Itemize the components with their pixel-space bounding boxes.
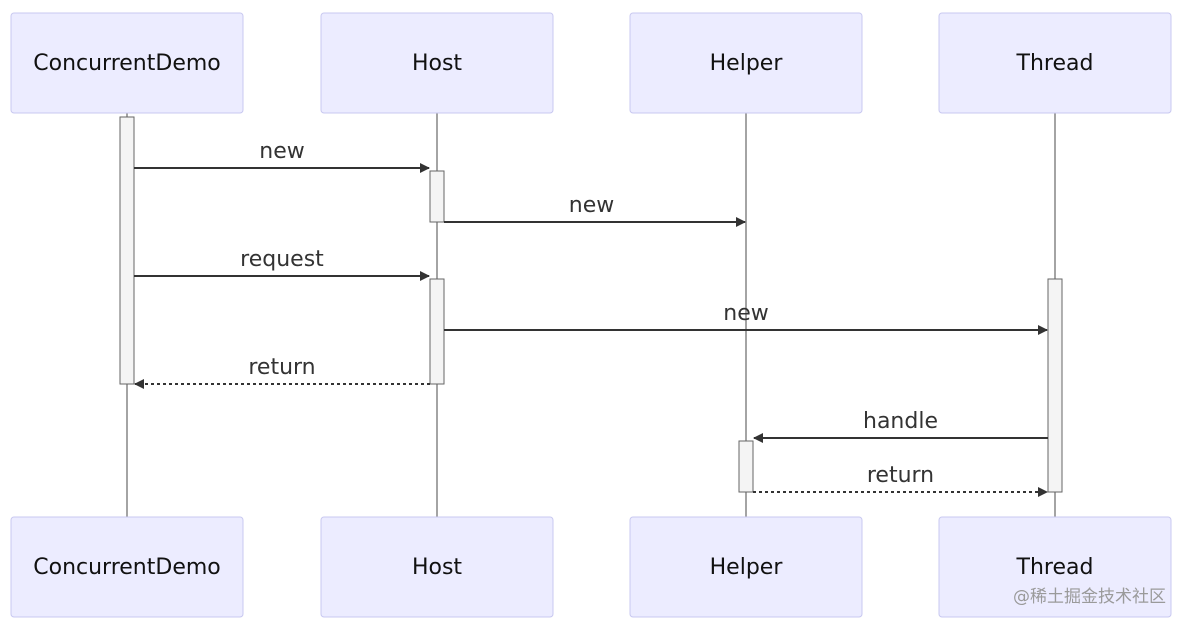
- participant-label: Thread: [1016, 555, 1094, 580]
- participant-box: [10, 516, 244, 618]
- activation-bar-thread: [1047, 278, 1063, 493]
- participant-label: Host: [412, 555, 462, 580]
- message-label-3: request: [240, 247, 324, 272]
- activation-bar-host: [429, 278, 445, 385]
- participant-box: [320, 516, 554, 618]
- message-label-1: new: [259, 139, 304, 164]
- message-label-2: new: [569, 193, 614, 218]
- participant-box: [629, 12, 863, 114]
- participant-label: Helper: [710, 51, 784, 76]
- participant-host-bottom: Host: [320, 516, 554, 618]
- participant-label: ConcurrentDemo: [33, 51, 221, 76]
- participant-helper-top: Helper: [629, 12, 863, 114]
- participant-demo-bottom: ConcurrentDemo: [10, 516, 244, 618]
- participant-thread-top: Thread: [938, 12, 1172, 114]
- participant-box: [938, 516, 1172, 618]
- message-label-6: handle: [863, 409, 938, 434]
- participant-demo-top: ConcurrentDemo: [10, 12, 244, 114]
- participant-label: Helper: [710, 555, 784, 580]
- watermark: @稀土掘金技术社区: [1013, 587, 1166, 607]
- message-label-4: new: [723, 301, 768, 326]
- participant-box: [938, 12, 1172, 114]
- participant-label: ConcurrentDemo: [33, 555, 221, 580]
- participant-helper-bottom: Helper: [629, 516, 863, 618]
- activation-bar-helper: [738, 440, 754, 493]
- participant-box: [10, 12, 244, 114]
- participant-label: Host: [412, 51, 462, 76]
- activation-bar-host: [429, 170, 445, 223]
- activation-bar-demo: [119, 116, 135, 385]
- participant-thread-bottom: Thread: [938, 516, 1172, 618]
- participant-box: [320, 12, 554, 114]
- participant-label: Thread: [1016, 51, 1094, 76]
- message-label-5: return: [248, 355, 315, 380]
- participant-host-top: Host: [320, 12, 554, 114]
- participant-box: [629, 516, 863, 618]
- message-label-7: return: [867, 463, 934, 488]
